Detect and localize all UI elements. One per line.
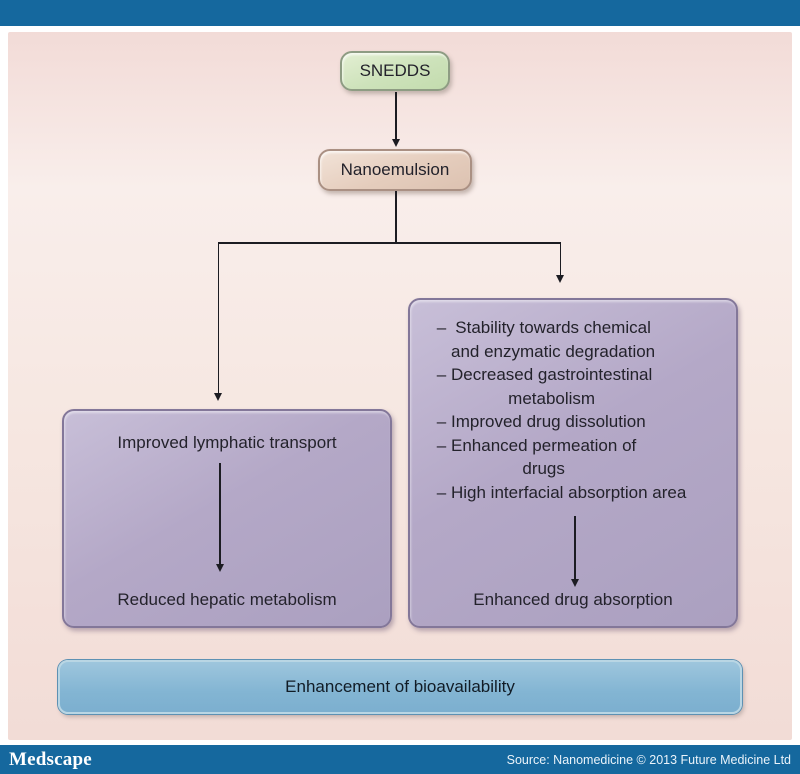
connector-stub: [395, 191, 397, 243]
snedds-label: SNEDDS: [359, 61, 431, 80]
dash-bullet: –: [436, 365, 447, 384]
benefit-text: Stability towards chemical and enzymatic…: [451, 318, 656, 361]
dash-bullet: –: [436, 412, 447, 431]
dash-bullet: –: [436, 482, 447, 502]
list-item: – Decreased gastrointestinal metabolism: [432, 363, 728, 410]
list-item: – High interfacial absorption area: [432, 481, 728, 505]
arrow-down-icon: [391, 139, 400, 147]
arrow-down-icon: [215, 564, 224, 572]
lymphatic-transport-box: Improved lymphatic transport Reduced hep…: [62, 409, 392, 628]
list-item: – Enhanced permeation of drugs: [432, 434, 728, 481]
benefit-text: Enhanced permeation of drugs: [451, 435, 637, 479]
top-brand-bar: [0, 0, 800, 26]
diagram-panel: SNEDDS Nanoemulsion Improved lymphatic t…: [8, 32, 792, 740]
connector-horizontal: [218, 242, 561, 244]
list-item: – Improved drug dissolution: [432, 410, 728, 434]
list-item: – Stability towards chemical and enzymat…: [432, 316, 728, 363]
hepatic-metabolism-label: Reduced hepatic metabolism: [117, 590, 337, 609]
arrow-down-icon: [214, 393, 223, 401]
benefit-text: High interfacial absorption area: [451, 482, 687, 502]
dash-bullet: –: [436, 318, 447, 337]
benefit-text: Decreased gastrointestinal metabolism: [451, 365, 653, 408]
benefits-list: – Stability towards chemical and enzymat…: [432, 316, 728, 504]
snedds-node: SNEDDS: [340, 51, 450, 91]
benefits-box: – Stability towards chemical and enzymat…: [408, 298, 738, 628]
bioavailability-result-label: Enhancement of bioavailability: [285, 677, 515, 696]
arrow-snedds-to-nanoemulsion: [391, 92, 400, 147]
arrow-branch-left: [214, 242, 223, 401]
arrow-down-icon: [556, 275, 565, 283]
nanoemulsion-label: Nanoemulsion: [340, 160, 450, 179]
dash-bullet: –: [436, 435, 447, 455]
arrow-down-icon: [570, 579, 579, 587]
drug-absorption-label: Enhanced drug absorption: [473, 590, 673, 609]
footer-bar: Medscape Source: Nanomedicine © 2013 Fut…: [0, 745, 800, 774]
lymphatic-transport-label: Improved lymphatic transport: [117, 433, 337, 452]
bioavailability-result-box: Enhancement of bioavailability: [58, 660, 742, 714]
arrow-branch-right: [556, 242, 565, 283]
medscape-logo: Medscape: [9, 748, 92, 770]
arrow-lymphatic-to-hepatic: [215, 463, 224, 572]
source-attribution: Source: Nanomedicine © 2013 Future Medic…: [506, 752, 791, 767]
benefit-text: Improved drug dissolution: [451, 412, 646, 431]
nanoemulsion-node: Nanoemulsion: [318, 149, 472, 191]
arrow-benefits-to-absorption: [570, 516, 579, 587]
